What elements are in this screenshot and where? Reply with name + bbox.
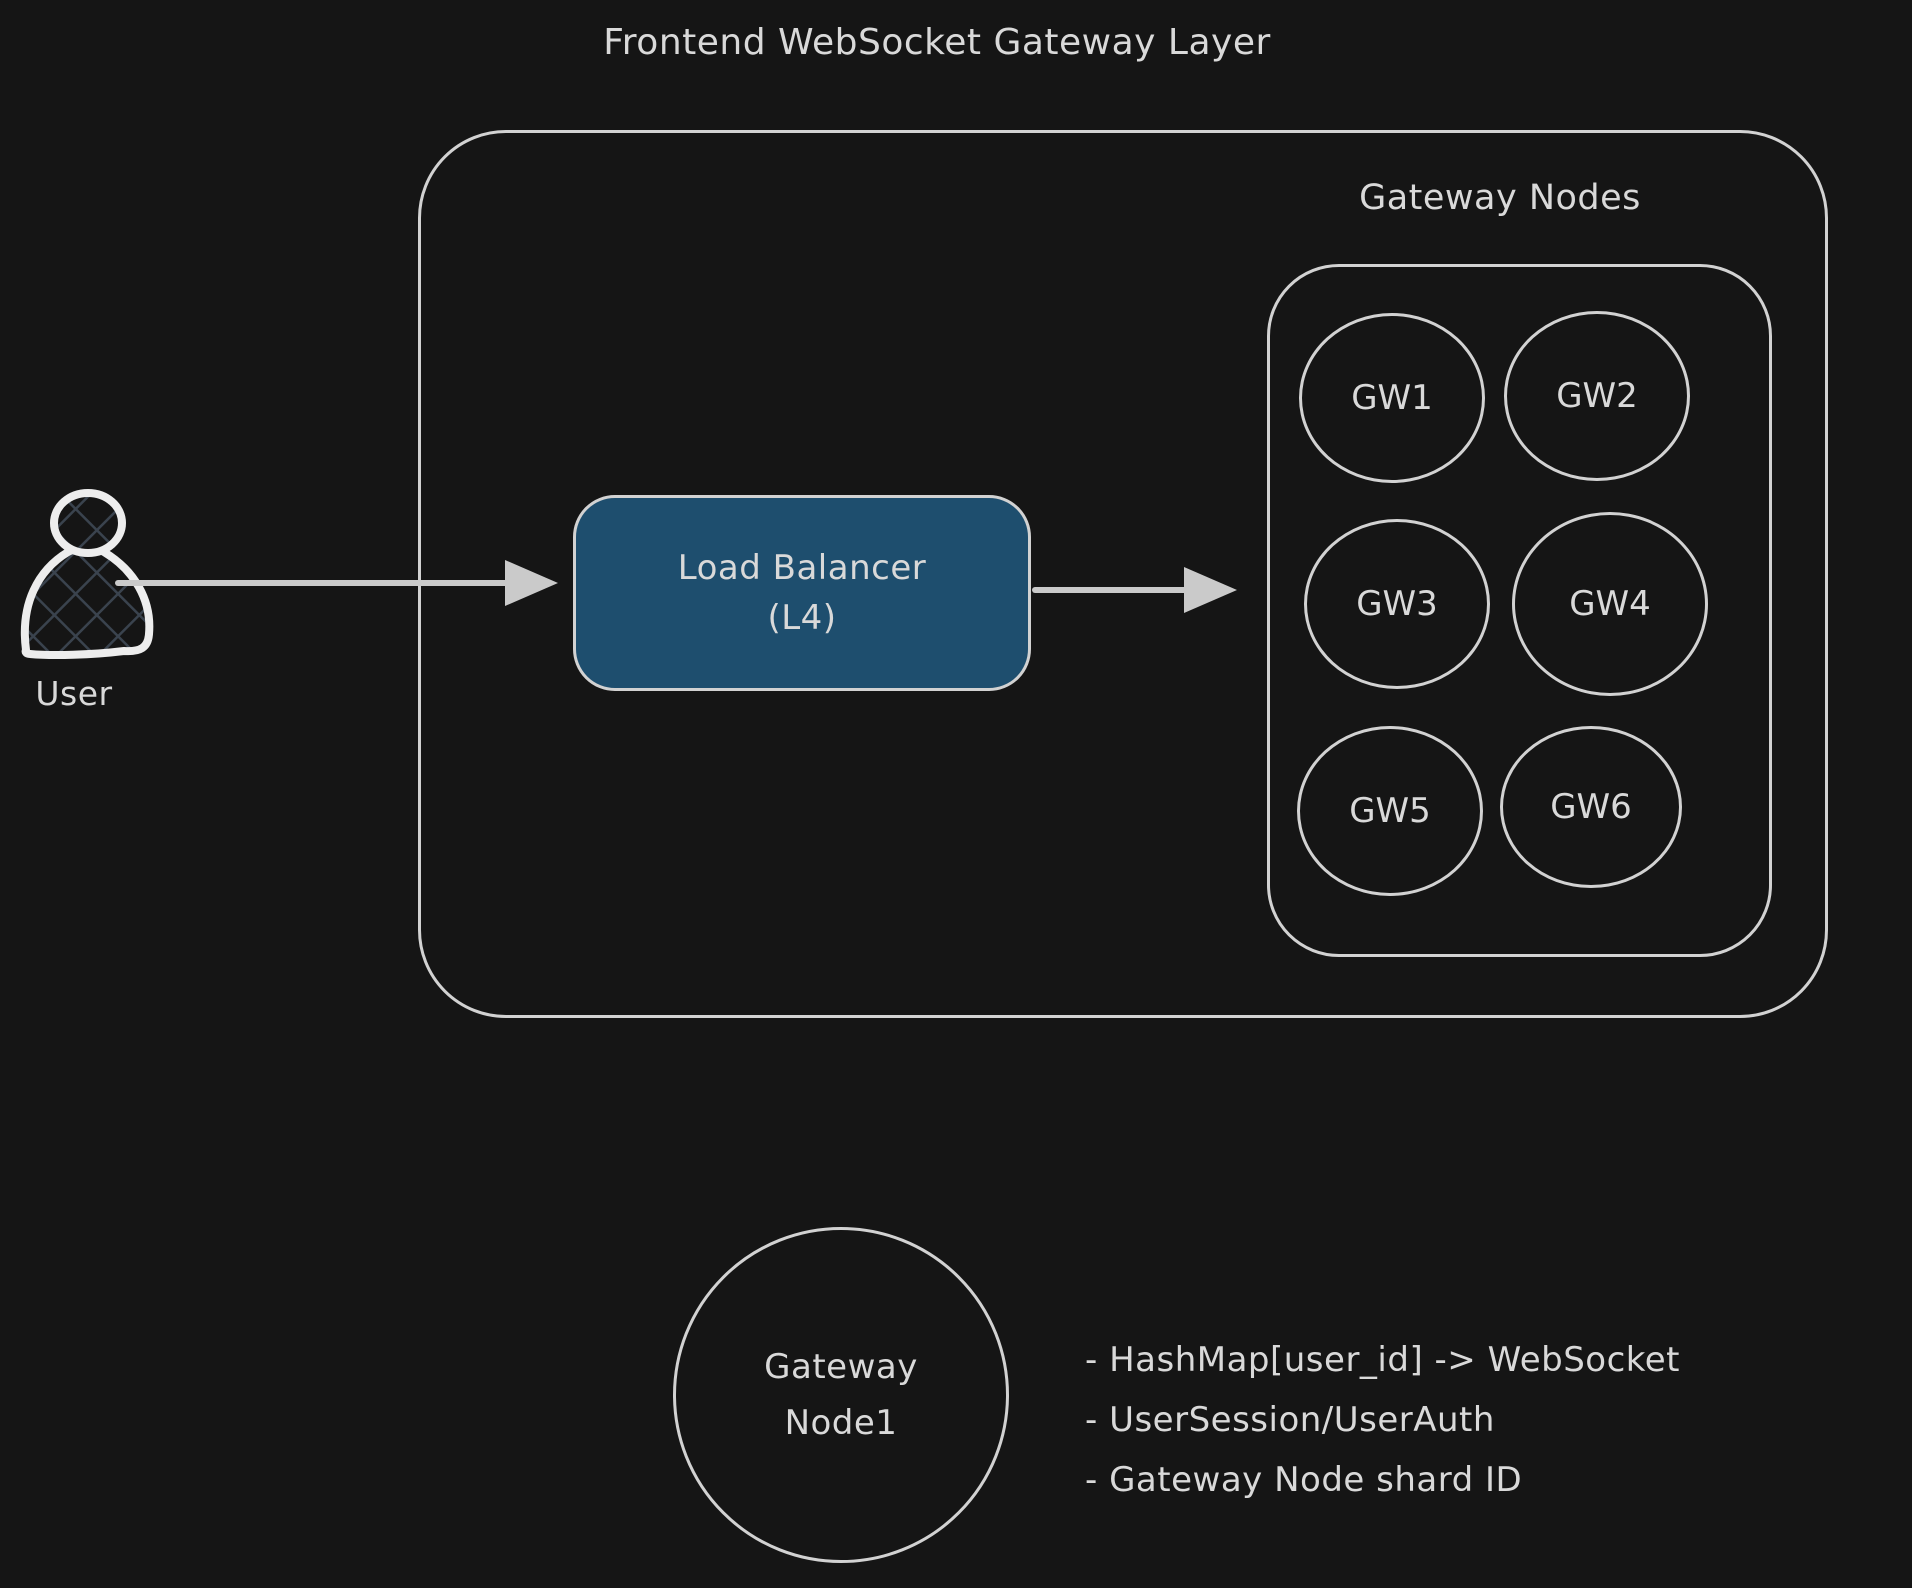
gateway-node-gw5[interactable]: GW5 xyxy=(1297,726,1483,896)
gateway-node-gw5-label: GW5 xyxy=(1349,791,1431,831)
note-hashmap: - HashMap[user_id] -> WebSocket xyxy=(1085,1340,1681,1380)
user-label: User xyxy=(35,674,113,713)
gateway-node-gw3[interactable]: GW3 xyxy=(1304,519,1490,689)
gateway-node1-label-line2: Node1 xyxy=(784,1403,898,1443)
gateway-node-gw1-label: GW1 xyxy=(1351,378,1433,418)
person-icon[interactable] xyxy=(12,486,162,672)
gateway-node-gw3-label: GW3 xyxy=(1356,584,1438,624)
load-balancer-label-line1: Load Balancer xyxy=(677,548,927,588)
gateway-nodes-label: Gateway Nodes xyxy=(1359,178,1641,218)
user-to-loadbalancer-arrow[interactable] xyxy=(115,560,558,606)
loadbalancer-to-gateways-arrow[interactable] xyxy=(1032,567,1237,613)
gateway-node-gw1[interactable]: GW1 xyxy=(1299,313,1485,483)
load-balancer-box[interactable]: Load Balancer (L4) xyxy=(573,495,1031,691)
load-balancer-label-line2: (L4) xyxy=(767,598,837,638)
frontend-gateway-layer-title: Frontend WebSocket Gateway Layer xyxy=(603,22,1271,63)
gateway-node1-label-line1: Gateway xyxy=(764,1347,918,1387)
gateway-nodes-frame[interactable] xyxy=(1267,264,1772,957)
gateway-node-gw6-label: GW6 xyxy=(1550,787,1632,827)
gateway-node-gw6[interactable]: GW6 xyxy=(1500,726,1682,888)
gateway-node-gw4[interactable]: GW4 xyxy=(1512,512,1708,696)
gateway-node-gw2[interactable]: GW2 xyxy=(1504,311,1690,481)
gateway-node1-circle[interactable]: Gateway Node1 xyxy=(673,1227,1009,1563)
frontend-gateway-layer-frame[interactable] xyxy=(418,130,1828,1018)
gateway-node-gw4-label: GW4 xyxy=(1569,584,1651,624)
note-usersession: - UserSession/UserAuth xyxy=(1085,1400,1495,1440)
gateway-node-gw2-label: GW2 xyxy=(1556,376,1638,416)
note-shard-id: - Gateway Node shard ID xyxy=(1085,1460,1523,1500)
gateway-node1-notes: - HashMap[user_id] -> WebSocket - UserSe… xyxy=(1085,1330,1785,1510)
